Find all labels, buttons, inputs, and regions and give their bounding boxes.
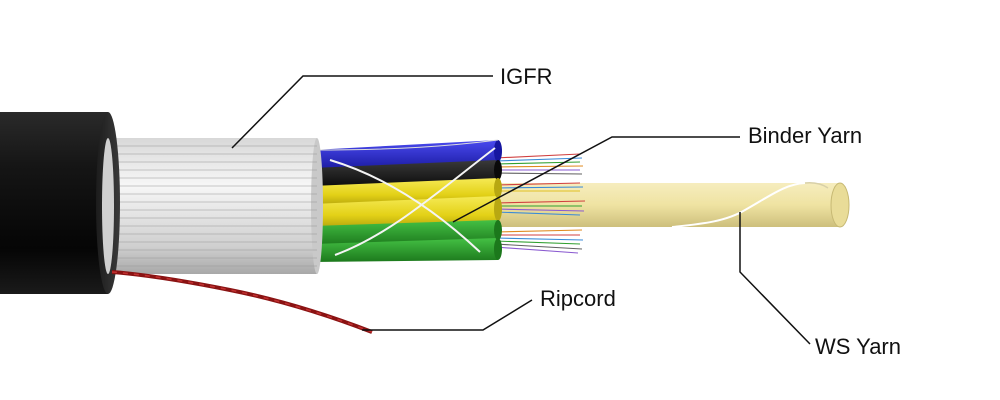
optical-fibers — [494, 153, 586, 254]
loose-tubes — [312, 140, 502, 262]
central-strength-member — [470, 182, 850, 228]
igfr-label: IGFR — [500, 64, 553, 89]
ws-yarn — [671, 182, 829, 228]
leader-lines — [231, 75, 811, 345]
igfr-wrap — [105, 138, 323, 274]
ripcord — [111, 270, 373, 334]
ripcord-leader-line — [362, 299, 533, 331]
ws-yarn-leader-line — [739, 212, 811, 345]
ripcord-label: Ripcord — [540, 286, 616, 311]
binder-yarn — [311, 139, 499, 256]
igfr-leader-line — [231, 75, 493, 149]
binder-yarn-label: Binder Yarn — [748, 123, 862, 148]
outer-jacket — [0, 112, 120, 294]
binder-yarn-leader-line — [452, 136, 740, 223]
ws-yarn-label: WS Yarn — [815, 334, 901, 359]
